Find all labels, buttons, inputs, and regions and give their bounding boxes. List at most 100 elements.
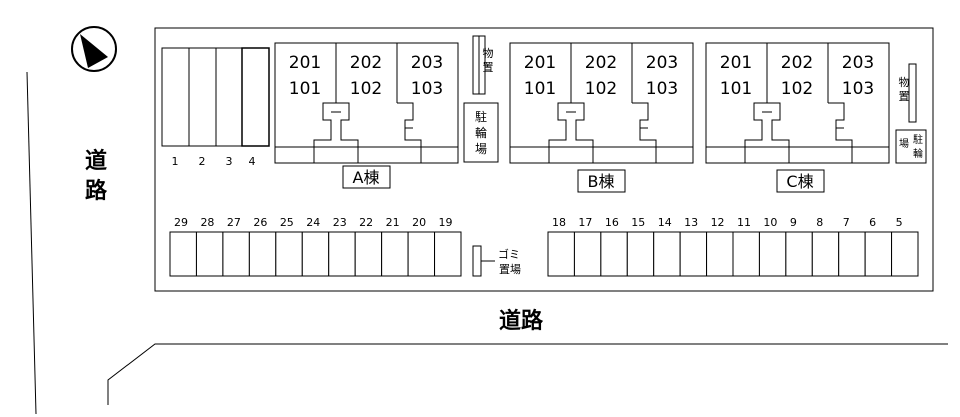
building-a: 201 202 203 101 102 103 A棟: [274, 42, 459, 189]
bicycle-parking-box: [895, 129, 927, 164]
parking-number: 7: [843, 216, 850, 229]
entrance-stairs: [313, 102, 422, 163]
unit-number: 201: [289, 53, 321, 73]
parking-space: [169, 231, 197, 277]
parking-space: [222, 231, 250, 277]
parking-number: 5: [896, 216, 903, 229]
bicycle-parking-label: 輪: [475, 125, 487, 140]
parking-space: [275, 231, 303, 277]
parking-space: [188, 47, 217, 147]
parking-space: [626, 231, 655, 277]
parking-space: [891, 231, 919, 277]
unit-number: 101: [720, 79, 752, 99]
parking-space: [758, 231, 787, 277]
parking-number: 14: [658, 216, 672, 229]
road-lines: [26, 71, 948, 415]
storage-area-2: 物 置 場 駐 輪: [895, 63, 927, 164]
garbage-area: ゴミ 置場: [472, 245, 521, 277]
parking-space: [195, 231, 224, 277]
parking-space: [407, 231, 436, 277]
parking-number: 16: [605, 216, 619, 229]
parking-number: 19: [439, 216, 453, 229]
parking-space: [785, 231, 813, 277]
parking-top-left: 1 2 3 4: [161, 47, 270, 168]
building-outline: [274, 42, 459, 164]
bicycle-parking-label: 場: [899, 137, 909, 150]
road-label-left-2: 路: [85, 178, 108, 204]
unit-number: 102: [585, 79, 617, 99]
parking-number: 11: [737, 216, 751, 229]
parking-space: [547, 231, 575, 277]
storage-label: 置: [899, 90, 910, 103]
parking-number: 8: [816, 216, 823, 229]
bicycle-parking-label: 駐: [913, 133, 923, 146]
building-label-box: [342, 165, 391, 189]
parking-space: [864, 231, 893, 277]
unit-number: 101: [289, 79, 321, 99]
unit-number: 203: [411, 53, 443, 73]
storage-label: 物: [483, 46, 494, 60]
parking-space: [301, 231, 330, 277]
parking-number: 27: [227, 216, 241, 229]
parking-number: 28: [200, 216, 214, 229]
garbage-box: [472, 245, 482, 277]
parking-number: 3: [226, 155, 233, 168]
parking-number: 23: [333, 216, 347, 229]
storage-box: [908, 63, 917, 123]
parking-number: 4: [249, 155, 256, 168]
storage-label: 物: [899, 75, 910, 89]
building-outline: [509, 42, 694, 164]
parking-number: 20: [412, 216, 426, 229]
unit-number: 103: [411, 79, 443, 99]
building-c: 201 202 203 101 102 103 C棟: [705, 42, 890, 193]
parking-space: [706, 231, 734, 277]
road-label-left-1: 道: [85, 148, 107, 174]
bicycle-parking-label: 輪: [913, 147, 923, 160]
bicycle-parking-label: 場: [475, 142, 487, 156]
building-label: B棟: [588, 172, 615, 191]
unit-number: 103: [646, 79, 678, 99]
parking-space: [241, 47, 270, 147]
parking-space: [573, 231, 602, 277]
entrance-stairs: [548, 102, 657, 163]
parking-number: 25: [280, 216, 294, 229]
site-boundary: [154, 27, 934, 292]
parking-space: [381, 231, 409, 277]
parking-number: 15: [631, 216, 645, 229]
building-outline: [705, 42, 890, 164]
unit-number: 102: [350, 79, 382, 99]
unit-number: 203: [842, 53, 874, 73]
parking-number: 26: [253, 216, 267, 229]
parking-space: [811, 231, 840, 277]
unit-number: 201: [720, 53, 752, 73]
garbage-label: ゴミ: [498, 247, 520, 261]
bicycle-parking-box: [463, 102, 499, 163]
road-label-bottom: 道路: [499, 308, 544, 334]
parking-number: 29: [174, 216, 188, 229]
parking-number: 9: [790, 216, 797, 229]
parking-space: [679, 231, 708, 277]
unit-number: 102: [781, 79, 813, 99]
parking-number: 22: [359, 216, 373, 229]
parking-space: [248, 231, 277, 277]
parking-space: [600, 231, 628, 277]
parking-number: 17: [578, 216, 592, 229]
parking-space: [653, 231, 681, 277]
storage-area-1: 物 置 駐 輪 場: [463, 35, 499, 163]
building-label-box: [776, 169, 825, 193]
unit-number: 103: [842, 79, 874, 99]
parking-space: [732, 231, 760, 277]
parking-space: [215, 47, 243, 147]
unit-number: 203: [646, 53, 678, 73]
unit-number: 101: [524, 79, 556, 99]
building-b: 201 202 203 101 102 103 B棟: [509, 42, 694, 193]
building-label: A棟: [353, 168, 380, 187]
parking-space: [838, 231, 866, 277]
entrance-stairs: [744, 102, 853, 163]
parking-space: [354, 231, 383, 277]
building-label: C棟: [786, 172, 813, 191]
